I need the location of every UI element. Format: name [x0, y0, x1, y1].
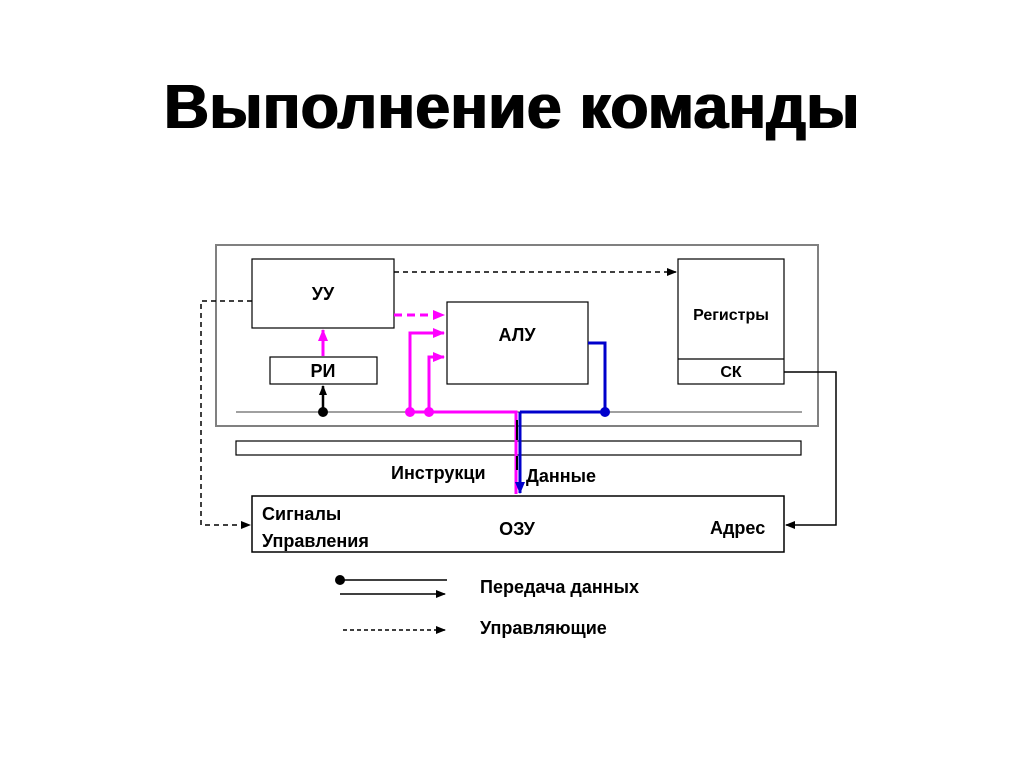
legend: Передача данных Управляющие: [335, 575, 639, 638]
control-unit-label: УУ: [312, 284, 335, 304]
legend-control-label: Управляющие: [480, 618, 607, 638]
legend-data-transfer-label: Передача данных: [480, 577, 639, 597]
address-label: Адрес: [710, 518, 765, 538]
control-unit-block: УУ: [251, 258, 395, 329]
program-counter-label: СК: [720, 364, 742, 381]
instruction-node-2: [424, 407, 434, 417]
registers-block: Регистры СК: [677, 258, 785, 385]
instruction-path-alu-in1: [408, 328, 445, 412]
ram-label: ОЗУ: [499, 519, 536, 539]
bus-to-ir-dot: [318, 407, 328, 417]
control-signals-label-line2: Управления: [262, 531, 369, 551]
address-line: [784, 371, 837, 529]
data-path-alu-out: [520, 341, 607, 414]
ram-block: ОЗУ Сигналы Управления Адрес: [251, 495, 785, 553]
instruction-register-label: РИ: [311, 361, 336, 381]
instruction-path-alu-in2: [427, 352, 445, 412]
control-line-cu-to-ram: [200, 300, 252, 529]
data-node-alu: [600, 407, 610, 417]
registers-label: Регистры: [693, 307, 769, 324]
control-signals-label-line1: Сигналы: [262, 504, 341, 524]
legend-data-dot: [335, 575, 345, 585]
page-title: Выполнение команды: [164, 73, 860, 142]
instruction-node-1: [405, 407, 415, 417]
data-label: Данные: [526, 466, 596, 486]
instructions-label: Инструкци: [391, 463, 486, 483]
alu-label: АЛУ: [498, 325, 536, 345]
alu-block: АЛУ: [446, 301, 589, 385]
instruction-register-block: РИ: [269, 356, 378, 385]
